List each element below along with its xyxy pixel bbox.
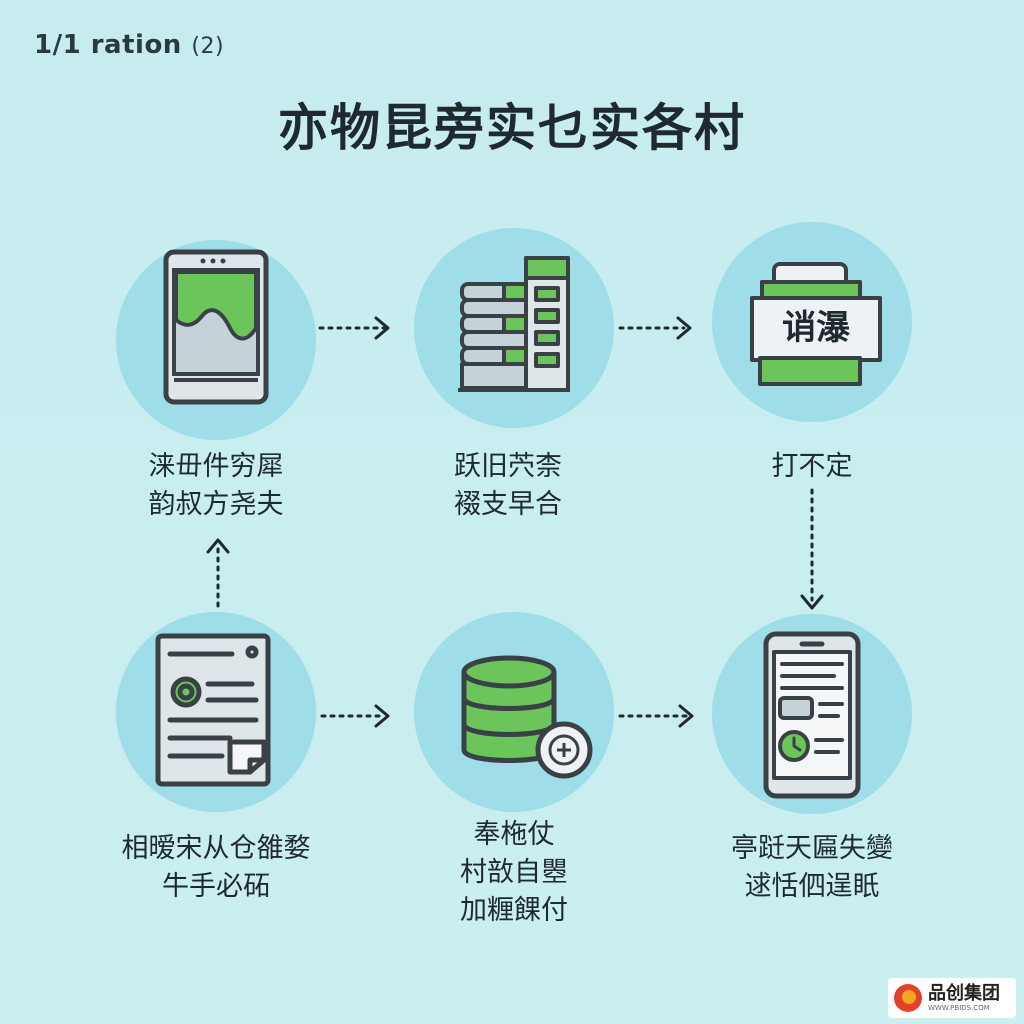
step-5-caption-line-1: 奉柂仗: [473, 819, 555, 850]
mobile-app-icon: [763, 631, 861, 799]
step-6-caption-line-2: 逑恬伵逞眂: [744, 871, 880, 902]
arrow-step4-to-step1-head: [206, 538, 230, 554]
arrow-step1-to-step2-head: [374, 316, 390, 340]
corner-label: 1/1 ration (2): [34, 30, 224, 60]
step-6-caption: 亭跹天匾失變 逑恬伵逞眂: [682, 830, 942, 906]
step-2-caption-line-2: 裰支早合: [454, 489, 562, 520]
step-3-caption: 打不定: [682, 448, 942, 486]
page-title: 亦物昆旁实乜实各村: [278, 98, 746, 157]
sign-board-icon: 诮瀑: [750, 262, 882, 392]
database-add-icon: [461, 655, 593, 779]
step-5-caption-line-3: 加糎餜付: [460, 895, 568, 926]
brand-logo-icon: [894, 984, 922, 1012]
step-2-caption-line-1: 跃旧茓柰: [454, 451, 562, 482]
step-4-caption-line-2: 牛手必砳: [162, 871, 270, 902]
step-1-caption-line-2: 韵叔方尧夫: [148, 489, 284, 520]
brand-logo: 品创集团 WWW.PBIDS.COM: [888, 978, 1016, 1018]
arrow-step3-to-step6-head: [800, 594, 824, 610]
sign-board-text: 诮瀑: [782, 308, 850, 348]
brand-logo-text: 品创集团 WWW.PBIDS.COM: [928, 982, 1000, 1012]
server-building-icon: [458, 256, 570, 392]
arrow-step2-to-step3-head: [676, 316, 692, 340]
corner-label-paren: (2): [191, 34, 225, 59]
step-3-caption-line-1: 打不定: [771, 451, 853, 482]
corner-label-text: 1/1 ration: [34, 30, 182, 60]
tablet-chart-icon: [163, 249, 269, 405]
step-1-caption: 涞毌件穷犀 韵叔方尧夫: [86, 448, 346, 524]
step-5-caption: 奉柂仗 村敨自瞾 加糎餜付: [384, 816, 644, 930]
step-6-caption-line-1: 亭跹天匾失變: [731, 833, 893, 864]
step-4-caption: 相暧宋从仓雒婺 牛手必砳: [86, 830, 346, 906]
brand-logo-name: 品创集团: [928, 982, 1000, 1004]
step-4-caption-line-1: 相暧宋从仓雒婺: [121, 833, 311, 864]
document-checklist-icon: [155, 633, 271, 787]
arrow-step5-to-step6-head: [678, 704, 694, 728]
step-5-caption-line-2: 村敨自瞾: [460, 857, 568, 888]
brand-logo-url: WWW.PBIDS.COM: [928, 1003, 990, 1012]
step-2-caption: 跃旧茓柰 裰支早合: [378, 448, 638, 524]
arrow-step4-to-step5-head: [374, 704, 390, 728]
step-1-caption-line-1: 涞毌件穷犀: [148, 451, 284, 482]
